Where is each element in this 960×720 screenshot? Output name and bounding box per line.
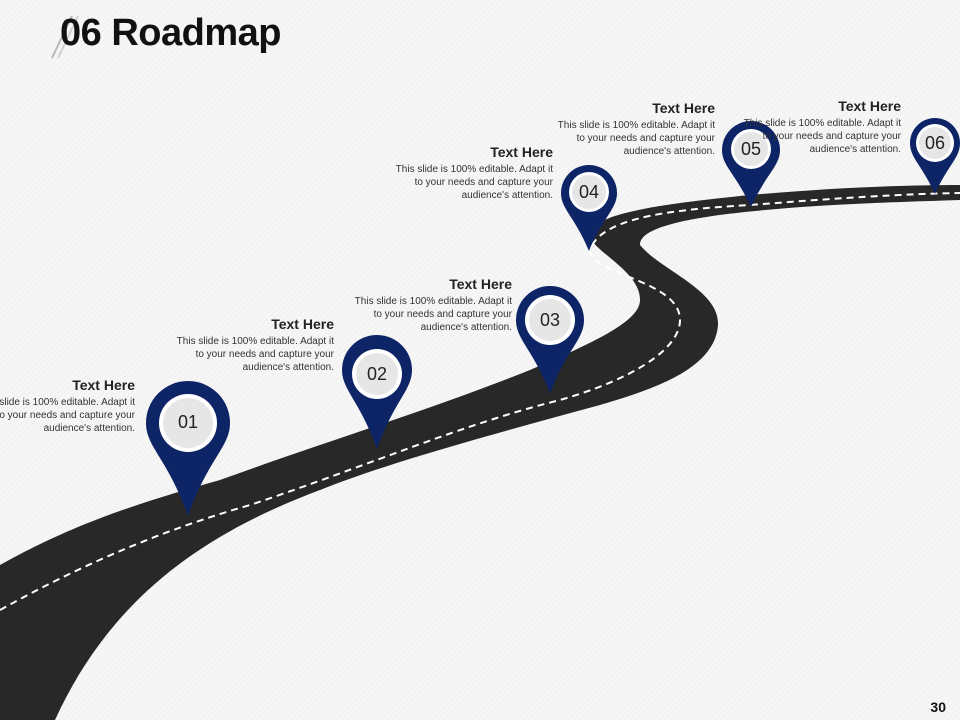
milestone-heading: Text Here bbox=[72, 377, 135, 393]
slide-title: 06 Roadmap bbox=[60, 12, 281, 54]
map-pin-icon bbox=[722, 121, 780, 207]
milestone-number: 04 bbox=[578, 182, 600, 202]
map-pin-icon bbox=[561, 165, 617, 251]
milestone-heading: Text Here bbox=[271, 316, 334, 332]
milestone-pin-04: 04 bbox=[561, 165, 617, 251]
milestone-callout-03: Text Here This slide is 100% editable. A… bbox=[352, 276, 512, 334]
milestone-heading: Text Here bbox=[652, 100, 715, 116]
road-surface bbox=[0, 185, 960, 720]
milestone-number: 02 bbox=[366, 364, 388, 384]
milestone-description: This slide is 100% editable. Adapt it to… bbox=[557, 120, 715, 157]
milestone-number: 05 bbox=[740, 139, 762, 159]
milestone-callout-02: Text Here This slide is 100% editable. A… bbox=[174, 316, 334, 374]
milestone-pin-02: 02 bbox=[342, 335, 412, 449]
milestone-number: 01 bbox=[177, 412, 199, 432]
milestone-callout-04: Text Here This slide is 100% editable. A… bbox=[393, 144, 553, 202]
milestone-pin-06: 06 bbox=[910, 118, 960, 194]
milestone-description: This slide is 100% editable. Adapt it to… bbox=[176, 336, 334, 373]
milestone-description: This slide is 100% editable. Adapt it to… bbox=[743, 118, 901, 155]
milestone-callout-06: Text Here This slide is 100% editable. A… bbox=[741, 98, 901, 156]
milestone-callout-01: Text Here This slide is 100% editable. A… bbox=[0, 377, 135, 435]
milestone-description: This slide is 100% editable. Adapt it to… bbox=[395, 164, 553, 201]
milestone-number: 06 bbox=[924, 133, 946, 153]
milestone-description: This slide is 100% editable. Adapt it to… bbox=[0, 397, 135, 434]
milestone-description: This slide is 100% editable. Adapt it to… bbox=[354, 296, 512, 333]
map-pin-icon bbox=[342, 335, 412, 449]
milestone-heading: Text Here bbox=[490, 144, 553, 160]
milestone-pin-05: 05 bbox=[722, 121, 780, 207]
milestone-number: 03 bbox=[539, 310, 561, 330]
page-number: 30 bbox=[930, 699, 946, 715]
milestone-pin-03: 03 bbox=[516, 286, 584, 394]
milestone-heading: Text Here bbox=[838, 98, 901, 114]
map-pin-icon bbox=[516, 286, 584, 394]
title-slash-decoration bbox=[51, 15, 79, 59]
milestone-pin-01: 01 bbox=[146, 381, 230, 516]
map-pin-icon bbox=[146, 381, 230, 516]
road-lane-marking bbox=[0, 192, 960, 611]
map-pin-icon bbox=[910, 118, 960, 194]
milestone-callout-05: Text Here This slide is 100% editable. A… bbox=[555, 100, 715, 158]
milestone-heading: Text Here bbox=[449, 276, 512, 292]
